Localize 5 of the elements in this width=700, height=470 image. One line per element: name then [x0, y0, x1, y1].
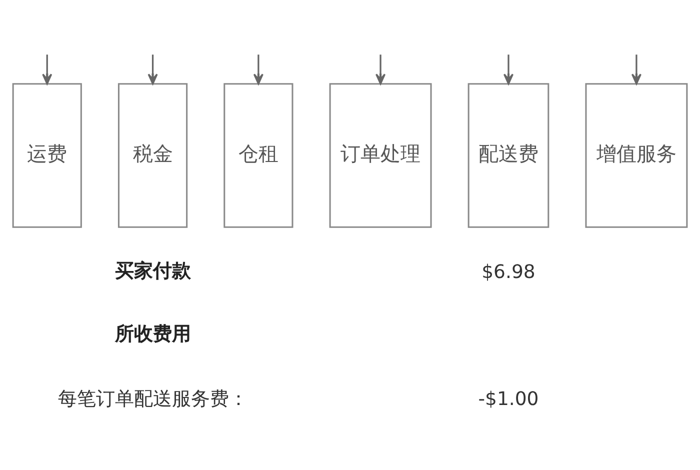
label: 买家付款 [115, 260, 192, 282]
label: 所收费用 [115, 324, 192, 345]
label: -$1.00 [478, 388, 539, 410]
label: $6.98 [482, 261, 536, 282]
label: 每笔订单配送服务费： [58, 388, 248, 410]
